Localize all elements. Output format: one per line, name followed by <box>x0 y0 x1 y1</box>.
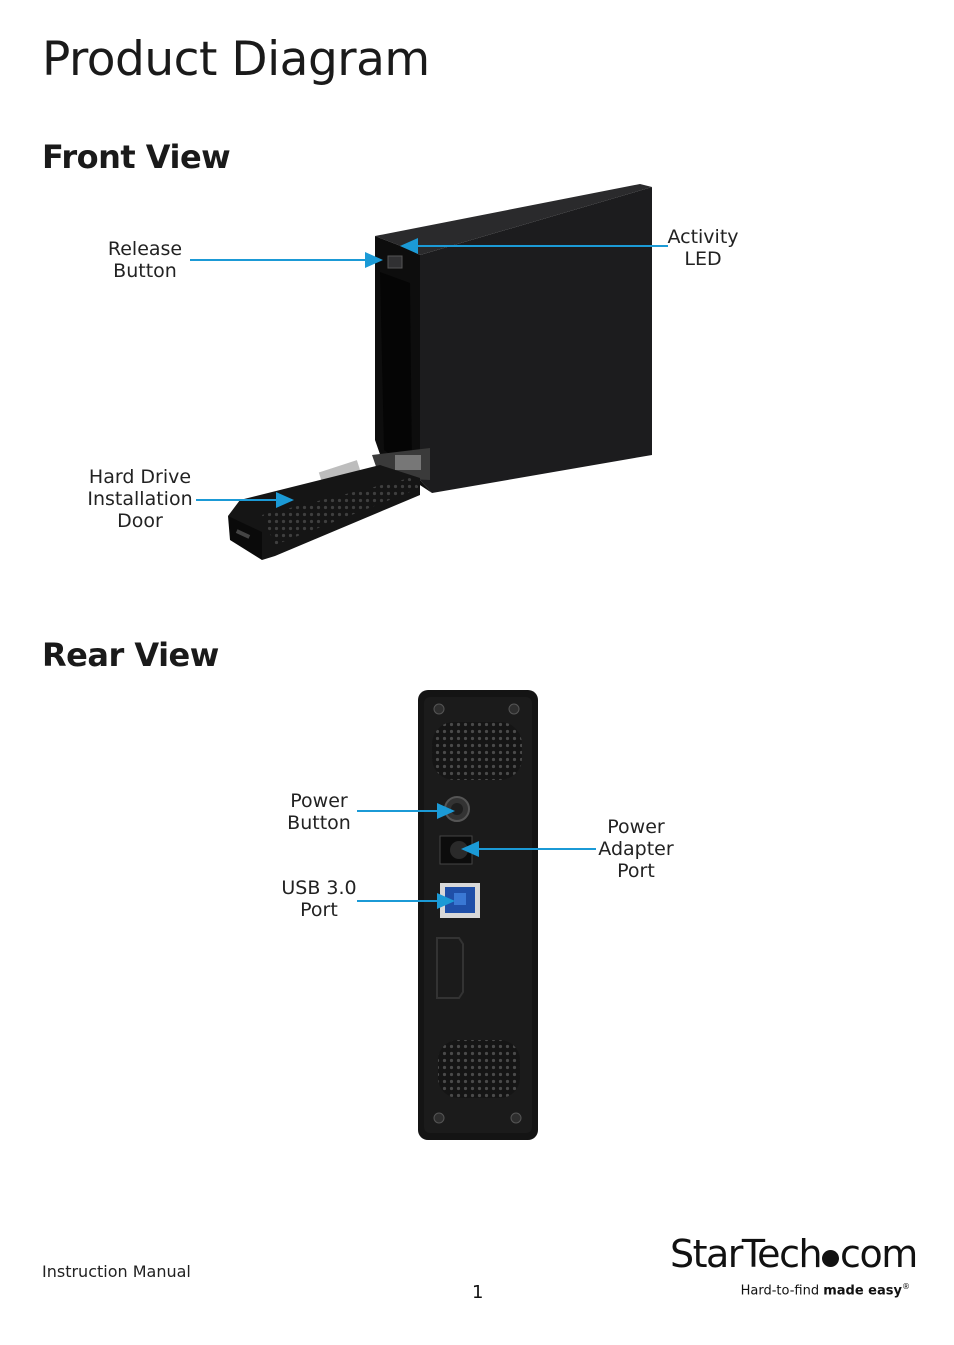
front-enclosure-image <box>228 184 652 560</box>
startech-logo: StarTech com Hard-to-find made easy® <box>670 1232 918 1302</box>
logo-brand-left: StarTech <box>670 1232 823 1276</box>
power-button-label-line2: Button <box>287 812 351 834</box>
power-button-label-line1: Power <box>290 790 348 812</box>
hard-drive-door-label: Hard Drive Installation Door <box>80 466 200 532</box>
hard-drive-door-label-line2: Installation <box>87 488 193 510</box>
logo-tagline-normal: Hard-to-find <box>740 1283 824 1299</box>
logo-registered-mark: ® <box>902 1282 910 1291</box>
release-button-label-line1: Release <box>107 238 183 260</box>
logo-tagline-bold: made easy <box>823 1283 902 1299</box>
release-button-label: Release Button <box>100 238 190 282</box>
usb-port-label: USB 3.0 Port <box>279 877 359 921</box>
rear-view-heading: Rear View <box>42 636 219 674</box>
power-adapter-port-label-line2: Adapter <box>598 838 674 860</box>
activity-led-label: Activity LED <box>662 226 744 270</box>
page-number: 1 <box>472 1282 484 1303</box>
hard-drive-door-label-line1: Hard Drive <box>88 466 192 488</box>
power-adapter-port-label-line1: Power <box>607 816 665 838</box>
rear-enclosure-image <box>418 690 538 1140</box>
callout-lines <box>190 238 668 909</box>
usb-port-label-line2: Port <box>300 899 338 921</box>
power-adapter-port-label: Power Adapter Port <box>594 816 678 882</box>
page-title: Product Diagram <box>42 32 430 87</box>
power-button-label: Power Button <box>279 790 359 834</box>
logo-wordmark: StarTech com <box>670 1232 918 1276</box>
hard-drive-door-label-line3: Door <box>117 510 163 532</box>
usb-port-label-line1: USB 3.0 <box>281 877 357 899</box>
footer-manual-label: Instruction Manual <box>42 1262 191 1281</box>
release-button-label-line2: Button <box>113 260 177 282</box>
activity-led-label-line2: LED <box>684 248 722 270</box>
power-adapter-port-label-line3: Port <box>617 860 655 882</box>
logo-brand-right: com <box>840 1232 918 1276</box>
front-view-heading: Front View <box>42 138 231 176</box>
logo-tagline: Hard-to-find made easy® <box>741 1282 910 1298</box>
activity-led-label-line1: Activity <box>667 226 739 248</box>
logo-dot-icon <box>822 1250 840 1267</box>
